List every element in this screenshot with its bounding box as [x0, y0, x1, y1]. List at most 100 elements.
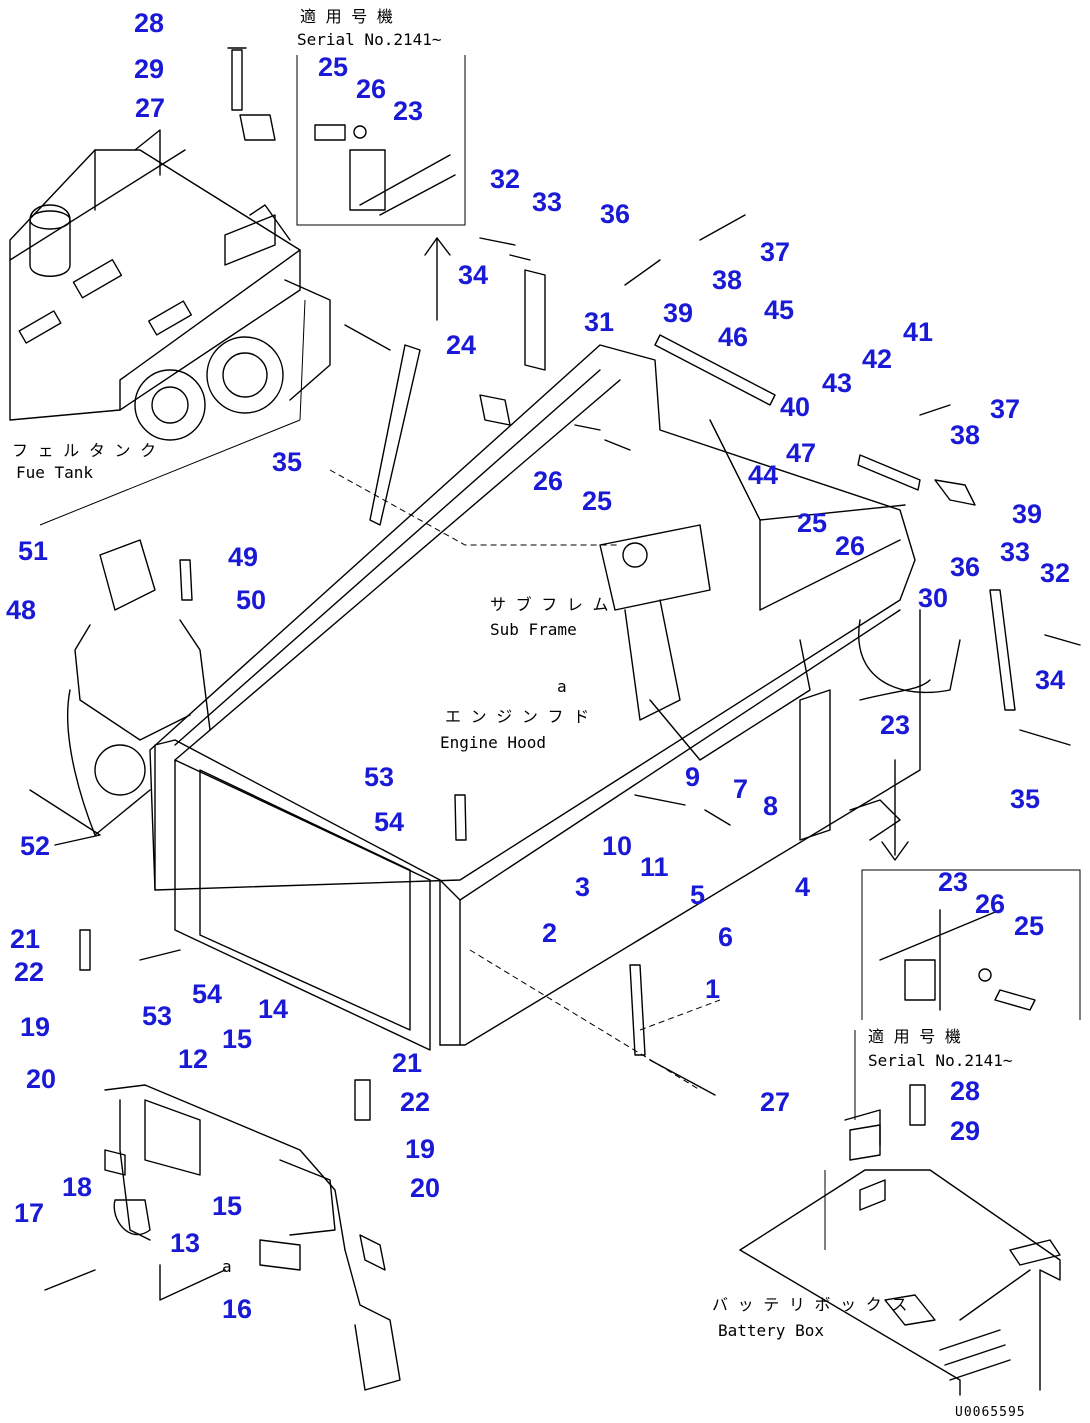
- callout-7: 7: [733, 774, 748, 804]
- callout-54a: 54: [374, 807, 404, 837]
- callout-9: 9: [685, 762, 700, 792]
- callout-31: 31: [584, 307, 614, 337]
- callout-11: 11: [640, 852, 669, 882]
- callout-23a: 23: [393, 96, 423, 126]
- callout-27a: 27: [135, 93, 165, 123]
- battery-box-label-en: Battery Box: [718, 1321, 824, 1340]
- callout-25a: 25: [318, 52, 348, 82]
- callout-30: 30: [918, 583, 948, 613]
- callout-21a: 21: [10, 924, 40, 954]
- callout-26d: 26: [975, 889, 1005, 919]
- callout-26a: 26: [356, 74, 386, 104]
- callout-39a: 39: [663, 298, 693, 328]
- callout-23c: 23: [938, 867, 968, 897]
- ref-a-top: a: [557, 677, 567, 696]
- callout-32b: 32: [1040, 558, 1070, 588]
- callout-24: 24: [446, 330, 476, 360]
- callout-53b: 53: [142, 1001, 172, 1031]
- callout-28a: 28: [134, 8, 164, 38]
- callout-5: 5: [690, 880, 705, 910]
- fuel-tank-label-en: Fue Tank: [16, 463, 93, 482]
- callout-1: 1: [705, 974, 720, 1004]
- callout-19b: 19: [405, 1134, 435, 1164]
- callout-25d: 25: [1014, 911, 1044, 941]
- sub-frame-label-jp: サ ブ フ レ ム: [490, 595, 609, 614]
- callout-15b: 15: [212, 1191, 242, 1221]
- callout-49: 49: [228, 542, 258, 572]
- callout-54b: 54: [192, 979, 222, 1009]
- callout-8: 8: [763, 791, 778, 821]
- callout-34b: 34: [1035, 665, 1065, 695]
- callout-numbers: 1 2 3 4 5 6 7 8 9 10 11 12 13 14 15 15 1…: [6, 8, 1070, 1324]
- callout-20a: 20: [26, 1064, 56, 1094]
- callout-28b: 28: [950, 1076, 980, 1106]
- callout-29a: 29: [134, 54, 164, 84]
- lamp-assembly-left: [29, 539, 211, 846]
- callout-14: 14: [258, 994, 288, 1024]
- callout-10: 10: [602, 831, 632, 861]
- callout-43: 43: [822, 368, 852, 398]
- callout-39b: 39: [1012, 499, 1042, 529]
- callout-35b: 35: [1010, 784, 1040, 814]
- callout-37b: 37: [990, 394, 1020, 424]
- serial-top-jp: 適 用 号 機: [300, 7, 393, 26]
- callout-23b: 23: [880, 710, 910, 740]
- fuel-tank-label-jp: フ ェ ル タ ン ク: [12, 441, 156, 460]
- callout-22b: 22: [400, 1087, 430, 1117]
- callout-16: 16: [222, 1294, 252, 1324]
- serial-bottom-en: Serial No.2141~: [868, 1051, 1013, 1070]
- callout-34a: 34: [458, 260, 488, 290]
- callout-48: 48: [6, 595, 36, 625]
- serial-top-en: Serial No.2141~: [297, 30, 442, 49]
- callout-38a: 38: [712, 265, 742, 295]
- callout-15a: 15: [222, 1024, 252, 1054]
- callout-19a: 19: [20, 1012, 50, 1042]
- serial-detail-box-bottom: [861, 759, 1081, 1020]
- callout-46: 46: [718, 322, 748, 352]
- drawing-code: U0065595: [955, 1405, 1026, 1420]
- callout-35a: 35: [272, 447, 302, 477]
- engine-hood-label-jp: エ ン ジ ン フ ド: [445, 707, 589, 726]
- callout-29b: 29: [950, 1116, 980, 1146]
- callout-52: 52: [20, 831, 50, 861]
- callout-22a: 22: [14, 957, 44, 987]
- callout-42: 42: [862, 344, 892, 374]
- fasteners: [79, 47, 1081, 1146]
- handrail-assembly: [44, 1084, 401, 1391]
- callout-17: 17: [14, 1198, 44, 1228]
- callout-50: 50: [236, 585, 266, 615]
- callout-41: 41: [903, 317, 933, 347]
- callout-4: 4: [795, 872, 810, 902]
- serial-detail-box-top: [296, 55, 466, 321]
- callout-53a: 53: [364, 762, 394, 792]
- callout-32a: 32: [490, 164, 520, 194]
- callout-51: 51: [18, 536, 48, 566]
- callout-2: 2: [542, 918, 557, 948]
- callout-3: 3: [575, 872, 590, 902]
- engine-hood-label-en: Engine Hood: [440, 733, 546, 752]
- callout-6: 6: [718, 922, 733, 952]
- battery-box-label-jp: バ ッ テ リ ボ ッ ク ス: [712, 1295, 907, 1314]
- callout-36b: 36: [950, 552, 980, 582]
- callout-36a: 36: [600, 199, 630, 229]
- callout-18: 18: [62, 1172, 92, 1202]
- serial-bottom-jp: 適 用 号 機: [868, 1027, 961, 1046]
- callout-20b: 20: [410, 1173, 440, 1203]
- callout-25c: 25: [797, 508, 827, 538]
- callout-27b: 27: [760, 1087, 790, 1117]
- sub-frame-label-en: Sub Frame: [490, 620, 577, 639]
- callout-37a: 37: [760, 237, 790, 267]
- callout-25b: 25: [582, 486, 612, 516]
- callout-38b: 38: [950, 420, 980, 450]
- callout-47: 47: [786, 438, 816, 468]
- battery-box-inset: [739, 1030, 1061, 1396]
- callout-40: 40: [780, 392, 810, 422]
- callout-33a: 33: [532, 187, 562, 217]
- callout-13: 13: [170, 1228, 200, 1258]
- callout-33b: 33: [1000, 537, 1030, 567]
- callout-26c: 26: [835, 531, 865, 561]
- callout-21b: 21: [392, 1048, 422, 1078]
- fuel-tank-inset: [9, 129, 331, 526]
- callout-12: 12: [178, 1044, 208, 1074]
